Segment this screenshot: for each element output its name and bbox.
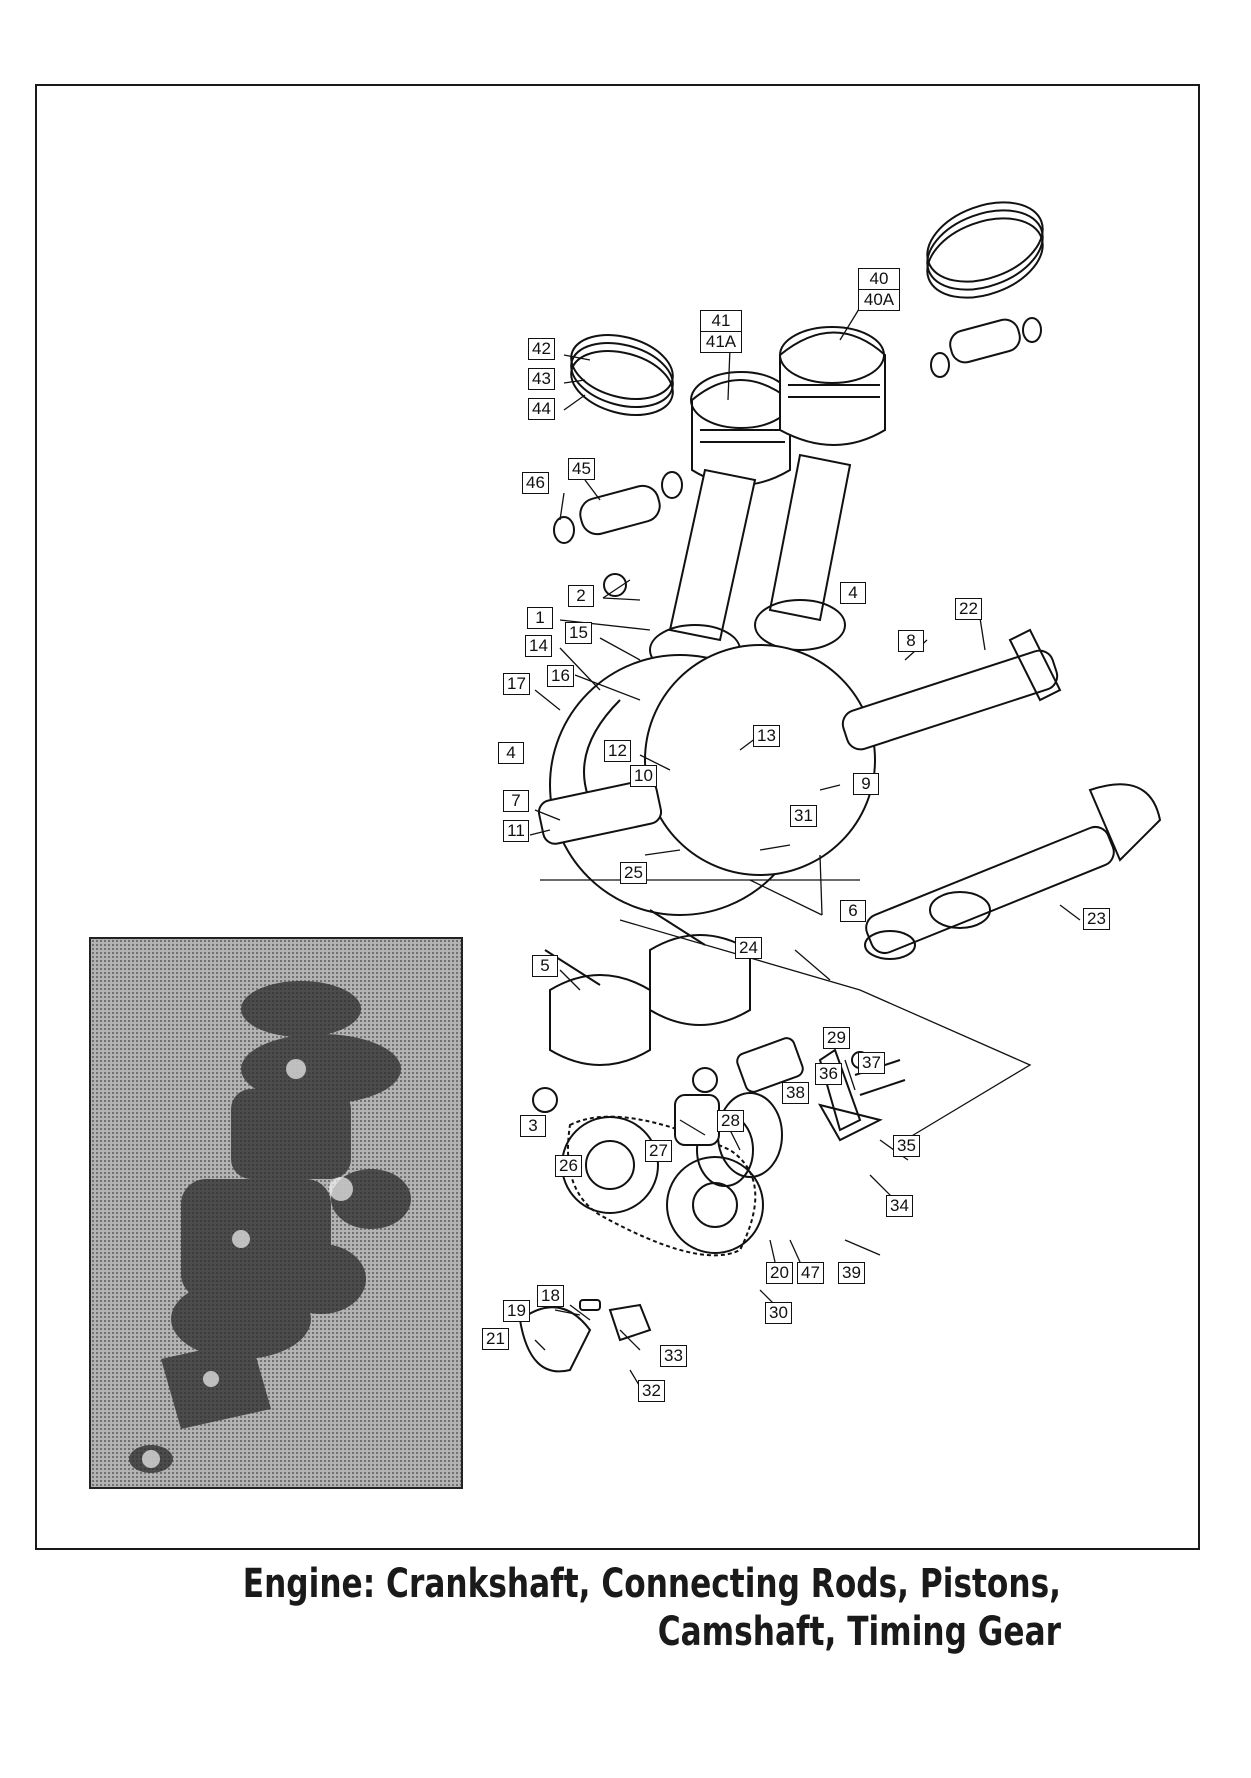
callout-15: 15 [565, 622, 592, 644]
callout-17: 17 [503, 673, 530, 695]
piston-right [779, 326, 886, 446]
callout-29: 29 [823, 1027, 850, 1049]
callout-47: 47 [797, 1262, 824, 1284]
callout-23: 23 [1083, 908, 1110, 930]
callout-35: 35 [893, 1135, 920, 1157]
callout-16: 16 [547, 665, 574, 687]
figure-caption: Engine: Crankshaft, Connecting Rods, Pis… [243, 1560, 1061, 1656]
callout-43: 43 [528, 368, 555, 390]
callout-5: 5 [532, 955, 558, 977]
callout-13: 13 [753, 725, 780, 747]
piston-left [690, 371, 792, 486]
callout-30: 30 [765, 1302, 792, 1324]
callout-41a: 41A [701, 331, 741, 352]
crankshaft [537, 628, 1062, 916]
callout-36: 36 [815, 1063, 842, 1085]
callout-37: 37 [858, 1052, 885, 1074]
callout-18: 18 [537, 1285, 564, 1307]
callout-21: 21 [482, 1328, 509, 1350]
diagram-frame [35, 84, 1200, 1550]
callout-22: 22 [955, 598, 982, 620]
connecting-rods [649, 453, 852, 676]
callout-40a: 40A [859, 289, 899, 310]
leader-lines [529, 282, 1081, 1396]
callout-44: 44 [528, 398, 555, 420]
callout-39: 39 [838, 1262, 865, 1284]
wrist-pin-left [553, 471, 683, 544]
caption-line-1: Engine: Crankshaft, Connecting Rods, Pis… [242, 1561, 1061, 1607]
callout-45: 45 [568, 458, 595, 480]
callout-33: 33 [660, 1345, 687, 1367]
callout-2: 2 [568, 585, 594, 607]
callout-19: 19 [503, 1300, 530, 1322]
callout-24: 24 [735, 937, 762, 959]
callout-8: 8 [898, 630, 924, 652]
callout-20: 20 [766, 1262, 793, 1284]
callout-6: 6 [840, 900, 866, 922]
callout-3: 3 [520, 1115, 546, 1137]
callout-31: 31 [790, 805, 817, 827]
engine-photo-inset [89, 937, 463, 1489]
callout-41: 41 [711, 311, 731, 330]
callout-7: 7 [503, 790, 529, 812]
callout-41-41a: 41 41A [700, 310, 742, 353]
callout-25: 25 [620, 862, 647, 884]
callout-26: 26 [555, 1155, 582, 1177]
callout-11: 11 [503, 820, 529, 842]
halftone-engine-image [91, 939, 461, 1487]
caption-line-2: Camshaft, Timing Gear [657, 1609, 1061, 1655]
callout-14: 14 [525, 635, 552, 657]
callout-9: 9 [853, 773, 879, 795]
callout-27: 27 [645, 1140, 672, 1162]
callout-42: 42 [528, 338, 555, 360]
callout-4-left: 4 [498, 742, 524, 764]
piston-rings-left [570, 334, 674, 416]
oil-pump-drive [518, 1299, 652, 1373]
bearing-caps [544, 909, 751, 1066]
callout-38: 38 [782, 1082, 809, 1104]
callout-12: 12 [604, 740, 631, 762]
callout-40: 40 [869, 269, 889, 288]
callout-40-40a: 40 40A [858, 268, 900, 311]
callout-34: 34 [886, 1195, 913, 1217]
callout-46: 46 [522, 472, 549, 494]
callout-1: 1 [527, 607, 553, 629]
wrist-pin-right [930, 317, 1042, 378]
camshaft [864, 783, 1162, 960]
callout-10: 10 [630, 765, 657, 787]
callout-32: 32 [638, 1380, 665, 1402]
piston-rings-right [926, 201, 1044, 299]
callout-28: 28 [717, 1110, 744, 1132]
callout-4-right: 4 [840, 582, 866, 604]
timing-gear [561, 1037, 906, 1257]
